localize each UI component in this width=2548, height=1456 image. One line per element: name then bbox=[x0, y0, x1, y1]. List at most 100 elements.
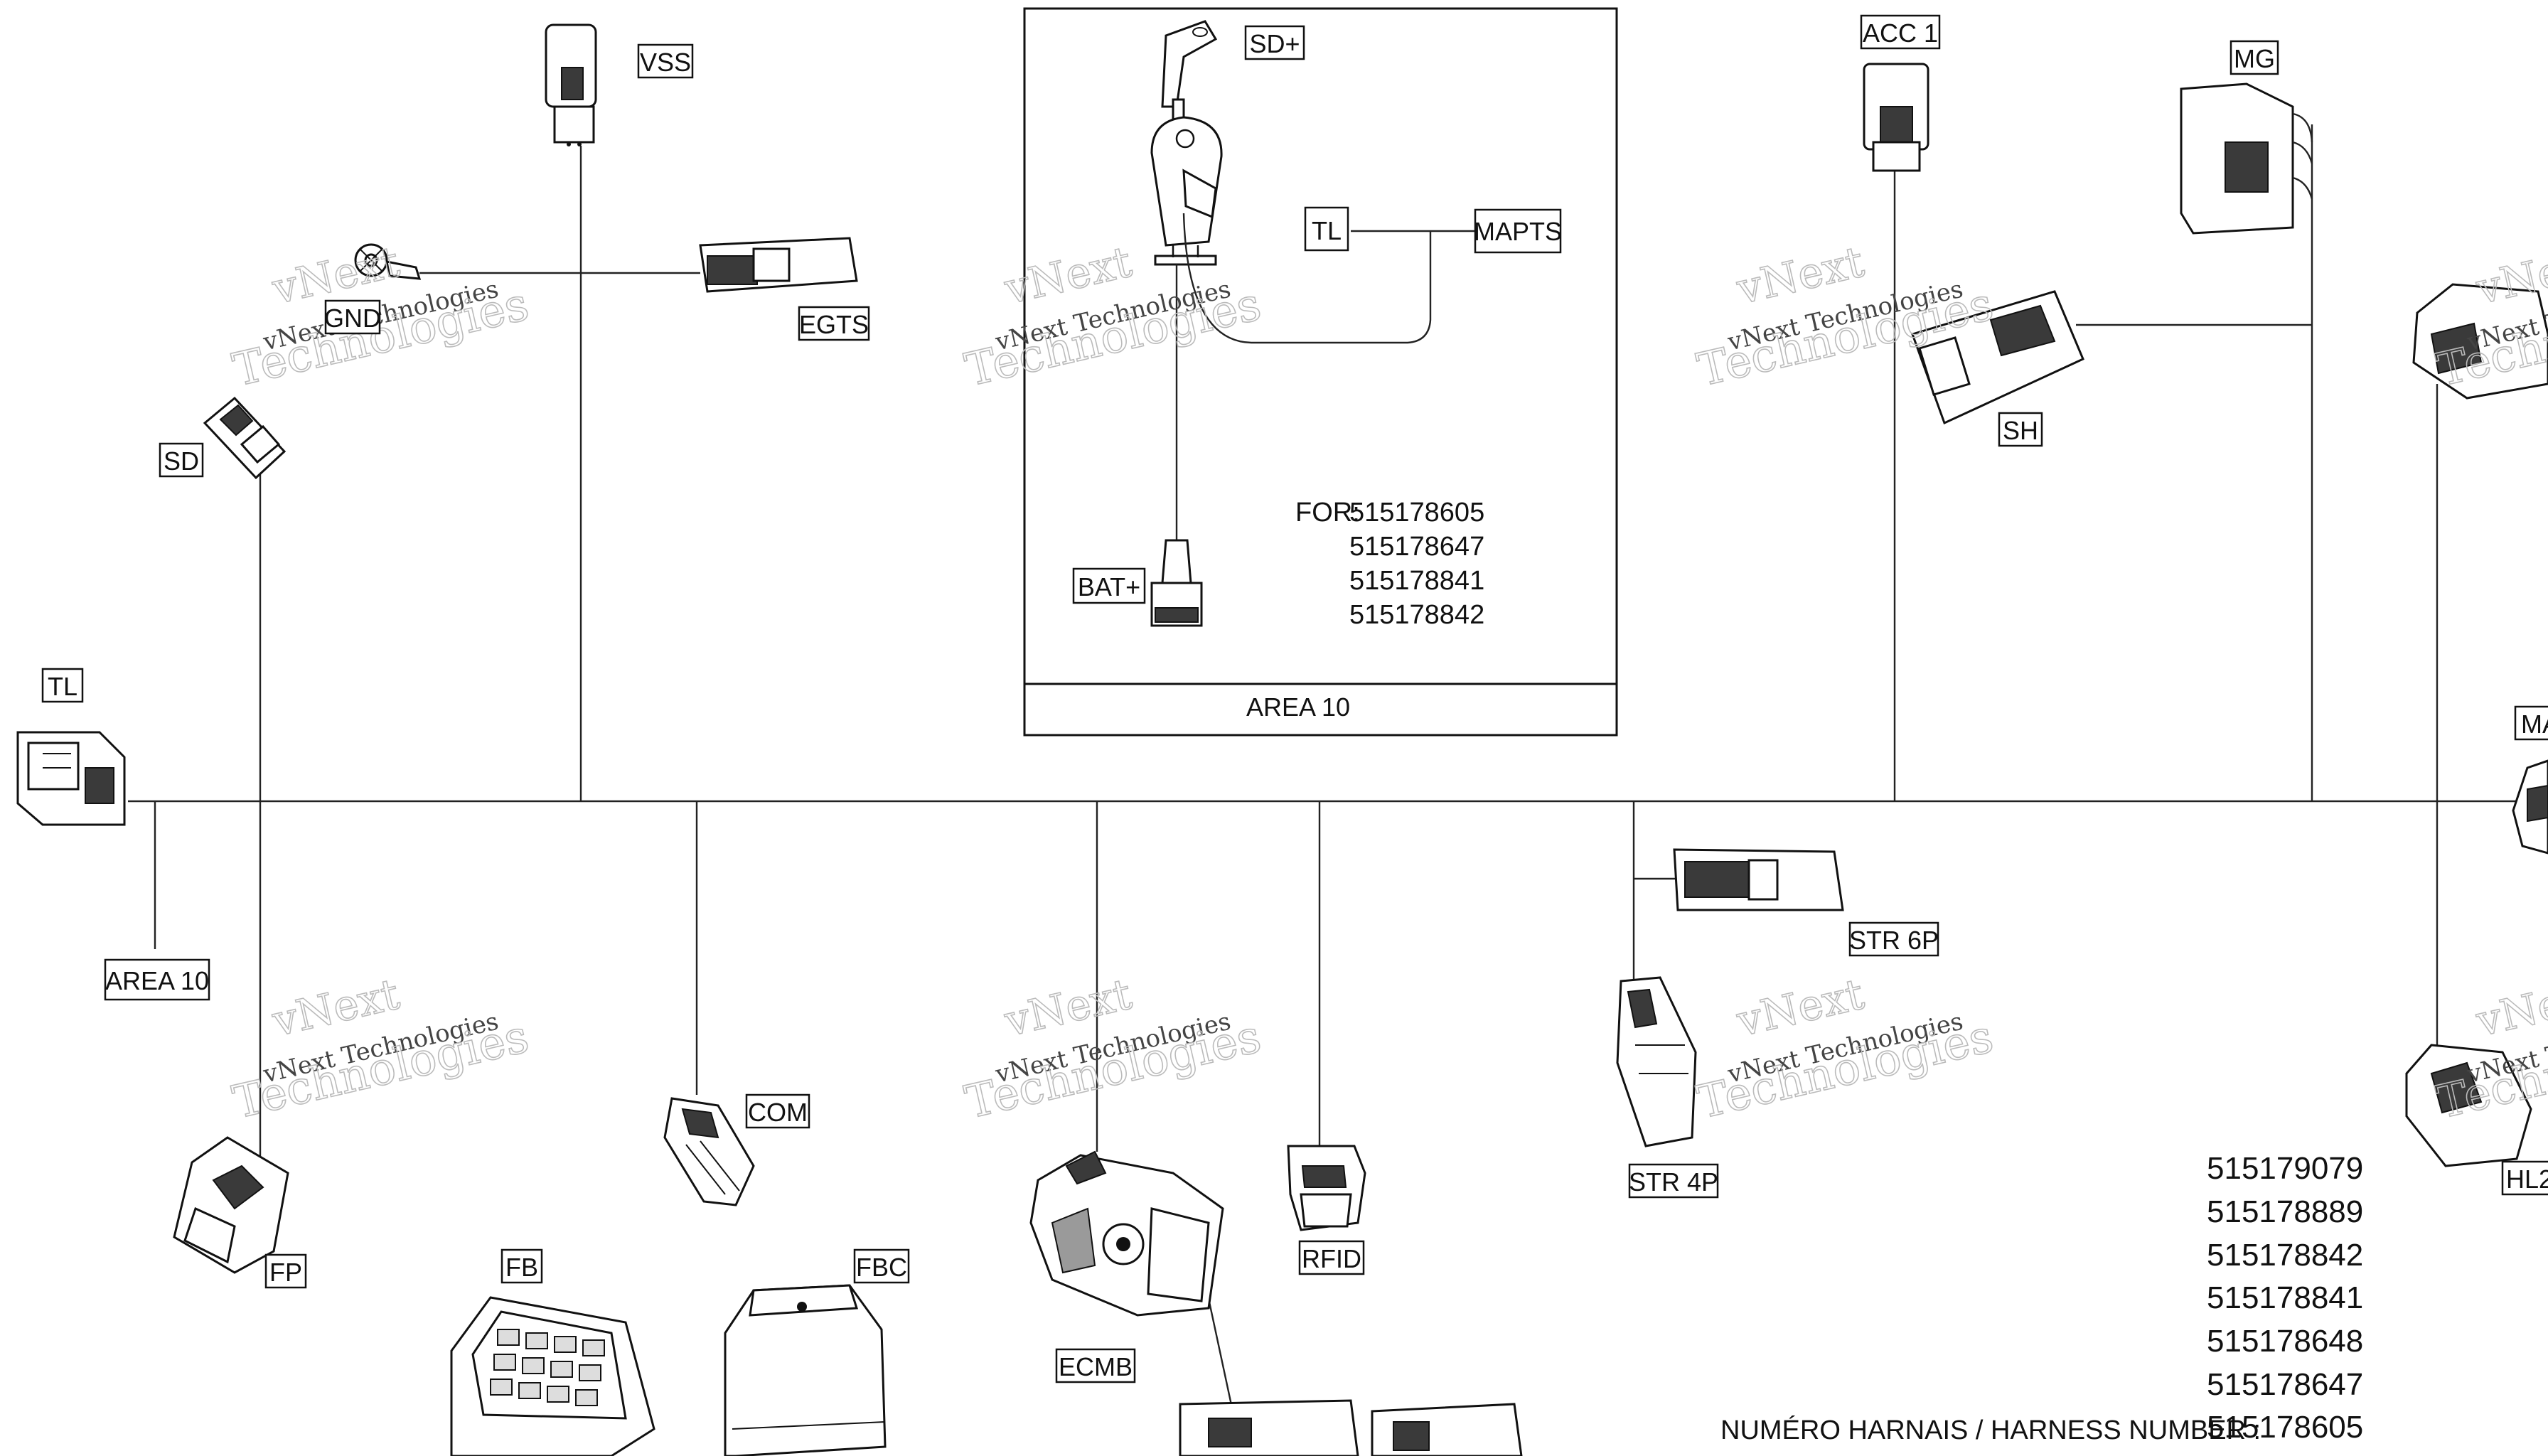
ma-connector-icon bbox=[2512, 759, 2548, 855]
label-sd-plus: SD+ bbox=[1244, 25, 1305, 60]
str6p-connector-icon bbox=[1673, 848, 1844, 911]
vss-connector-icon bbox=[545, 23, 597, 146]
svg-text:MAPTS: MAPTS bbox=[1474, 217, 1562, 246]
label-sd: SD bbox=[159, 442, 204, 478]
svg-text:ECMB: ECMB bbox=[1059, 1352, 1133, 1381]
svg-text:MG: MG bbox=[2234, 44, 2275, 73]
label-egts: EGTS bbox=[798, 306, 870, 341]
svg-text:Technologies: Technologies bbox=[228, 1010, 533, 1129]
fbc-fuse-box-cover-icon bbox=[724, 1284, 887, 1456]
label-sh: SH bbox=[1998, 412, 2043, 447]
inset-for-label: FOR: bbox=[1295, 498, 1360, 528]
label-acc1: ACC 1 bbox=[1860, 14, 1941, 50]
label-tl-left: TL bbox=[41, 668, 84, 703]
inset-labels: SD+ TL MAPTS BAT+ FOR: 515178605 5151786… bbox=[1072, 25, 1562, 722]
watermarks: vNext vNext Technologies Technologies vN… bbox=[228, 237, 2548, 1130]
label-area10-left: AREA 10 bbox=[104, 958, 210, 1001]
svg-text:Technologies: Technologies bbox=[960, 278, 1265, 397]
label-fb: FB bbox=[500, 1248, 543, 1284]
label-str4p: STR 4P bbox=[1628, 1163, 1719, 1199]
inset-panel bbox=[1023, 7, 1618, 737]
harness-number-6: 515178647 bbox=[2207, 1367, 2363, 1402]
svg-text:HL2: HL2 bbox=[2506, 1165, 2548, 1194]
svg-text:Technologies: Technologies bbox=[1693, 1010, 1998, 1129]
svg-text:RFID: RFID bbox=[1302, 1244, 1361, 1273]
svg-text:BAT+: BAT+ bbox=[1078, 572, 1140, 601]
label-ecmb: ECMB bbox=[1055, 1348, 1136, 1383]
svg-text:Technologies: Technologies bbox=[960, 1010, 1265, 1129]
ecmb-connector-icon bbox=[1029, 1150, 1224, 1317]
label-fp: FP bbox=[264, 1253, 307, 1289]
tl-connector-icon bbox=[16, 731, 126, 826]
harness-number-block: 515179079 515178889 515178842 515178841 … bbox=[1720, 1151, 2363, 1445]
svg-text:SH: SH bbox=[2003, 416, 2038, 445]
label-mg: MG bbox=[2230, 40, 2279, 75]
svg-text:TL: TL bbox=[1312, 216, 1342, 245]
svg-text:EGTS: EGTS bbox=[799, 310, 869, 339]
sd-connector-icon bbox=[203, 396, 287, 480]
inset-for-number-1: 515178605 bbox=[1349, 498, 1484, 528]
sh-connector-icon bbox=[1911, 290, 2084, 425]
label-hl2: HL2 bbox=[2501, 1160, 2548, 1196]
svg-text:ACC 1: ACC 1 bbox=[1863, 18, 1938, 48]
harness-number-2: 515178889 bbox=[2207, 1194, 2363, 1229]
inset-for-number-2: 515178647 bbox=[1349, 532, 1484, 562]
harness-number-7: 515178605 bbox=[2207, 1410, 2363, 1445]
watermark-7: vNext vNext Technologies Technologies bbox=[1692, 969, 1998, 1130]
inset-area-label: AREA 10 bbox=[1246, 692, 1350, 722]
label-mapts: MAPTS bbox=[1474, 208, 1562, 254]
svg-text:STR 4P: STR 4P bbox=[1629, 1167, 1718, 1197]
harness-number-1: 515179079 bbox=[2207, 1151, 2363, 1186]
bat-plus-terminal-icon bbox=[1150, 539, 1203, 627]
svg-text:TL: TL bbox=[48, 672, 77, 701]
svg-text:MA: MA bbox=[2521, 710, 2548, 739]
svg-text:Technologies: Technologies bbox=[228, 278, 533, 397]
svg-text:SD+: SD+ bbox=[1249, 29, 1300, 58]
svg-text:STR 6P: STR 6P bbox=[1849, 926, 1939, 955]
inset-for-number-4: 515178842 bbox=[1349, 600, 1484, 630]
harness-number-3: 515178842 bbox=[2207, 1238, 2363, 1273]
label-bat-plus: BAT+ bbox=[1072, 567, 1146, 604]
inset-for-number-3: 515178841 bbox=[1349, 566, 1484, 596]
svg-text:vNext: vNext bbox=[2471, 969, 2548, 1046]
acc1-connector-icon bbox=[1863, 63, 1929, 172]
label-ma: MA bbox=[2514, 705, 2548, 741]
label-str6p: STR 6P bbox=[1848, 921, 1939, 957]
harness-number-4: 515178841 bbox=[2207, 1280, 2363, 1315]
wires bbox=[128, 124, 2548, 1415]
gnd-ring-terminal-icon bbox=[354, 243, 422, 280]
com-connector-icon bbox=[663, 1097, 755, 1206]
label-inset-tl: TL bbox=[1304, 206, 1349, 252]
harness-number-caption: NUMÉRO HARNAIS / HARNESS NUMBER : bbox=[1720, 1415, 2261, 1445]
svg-text:FB: FB bbox=[505, 1253, 538, 1282]
mg-connector-icon bbox=[2180, 82, 2313, 235]
svg-text:GND: GND bbox=[324, 304, 381, 333]
egts-connector-icon bbox=[699, 237, 858, 293]
label-com: COM bbox=[745, 1093, 810, 1129]
label-rfid: RFID bbox=[1298, 1240, 1365, 1275]
fp-connector-icon bbox=[173, 1136, 289, 1274]
str4p-connector-icon bbox=[1616, 976, 1697, 1147]
hl2-connector-icon bbox=[2405, 1044, 2532, 1167]
svg-text:VSS: VSS bbox=[640, 48, 691, 77]
ecmb-lower-connectors-icon bbox=[1179, 1399, 1523, 1456]
rfid-connector-icon bbox=[1287, 1145, 1366, 1231]
right-upper-connector-icon bbox=[2412, 283, 2548, 400]
svg-text:AREA 10: AREA 10 bbox=[105, 966, 209, 995]
svg-text:SD: SD bbox=[164, 446, 199, 476]
sd-plus-terminal-icon bbox=[1161, 20, 1218, 122]
label-gnd: GND bbox=[324, 299, 381, 335]
svg-text:FBC: FBC bbox=[856, 1253, 907, 1282]
svg-text:COM: COM bbox=[748, 1098, 808, 1127]
watermark-2: vNext vNext Technologies Technologies bbox=[960, 237, 1266, 398]
connector-labels: VSS EGTS GND SD TL AREA 10 FP COM bbox=[41, 14, 2548, 1383]
label-vss: VSS bbox=[637, 43, 694, 79]
fb-fuse-box-icon bbox=[450, 1296, 655, 1456]
inset-tl-wire bbox=[1182, 213, 1432, 344]
battery-relay-icon bbox=[1150, 116, 1223, 266]
watermark-6: vNext vNext Technologies Technologies bbox=[960, 969, 1266, 1130]
harness-number-5: 515178648 bbox=[2207, 1324, 2363, 1359]
svg-text:FP: FP bbox=[269, 1258, 302, 1287]
label-fbc: FBC bbox=[853, 1248, 910, 1284]
